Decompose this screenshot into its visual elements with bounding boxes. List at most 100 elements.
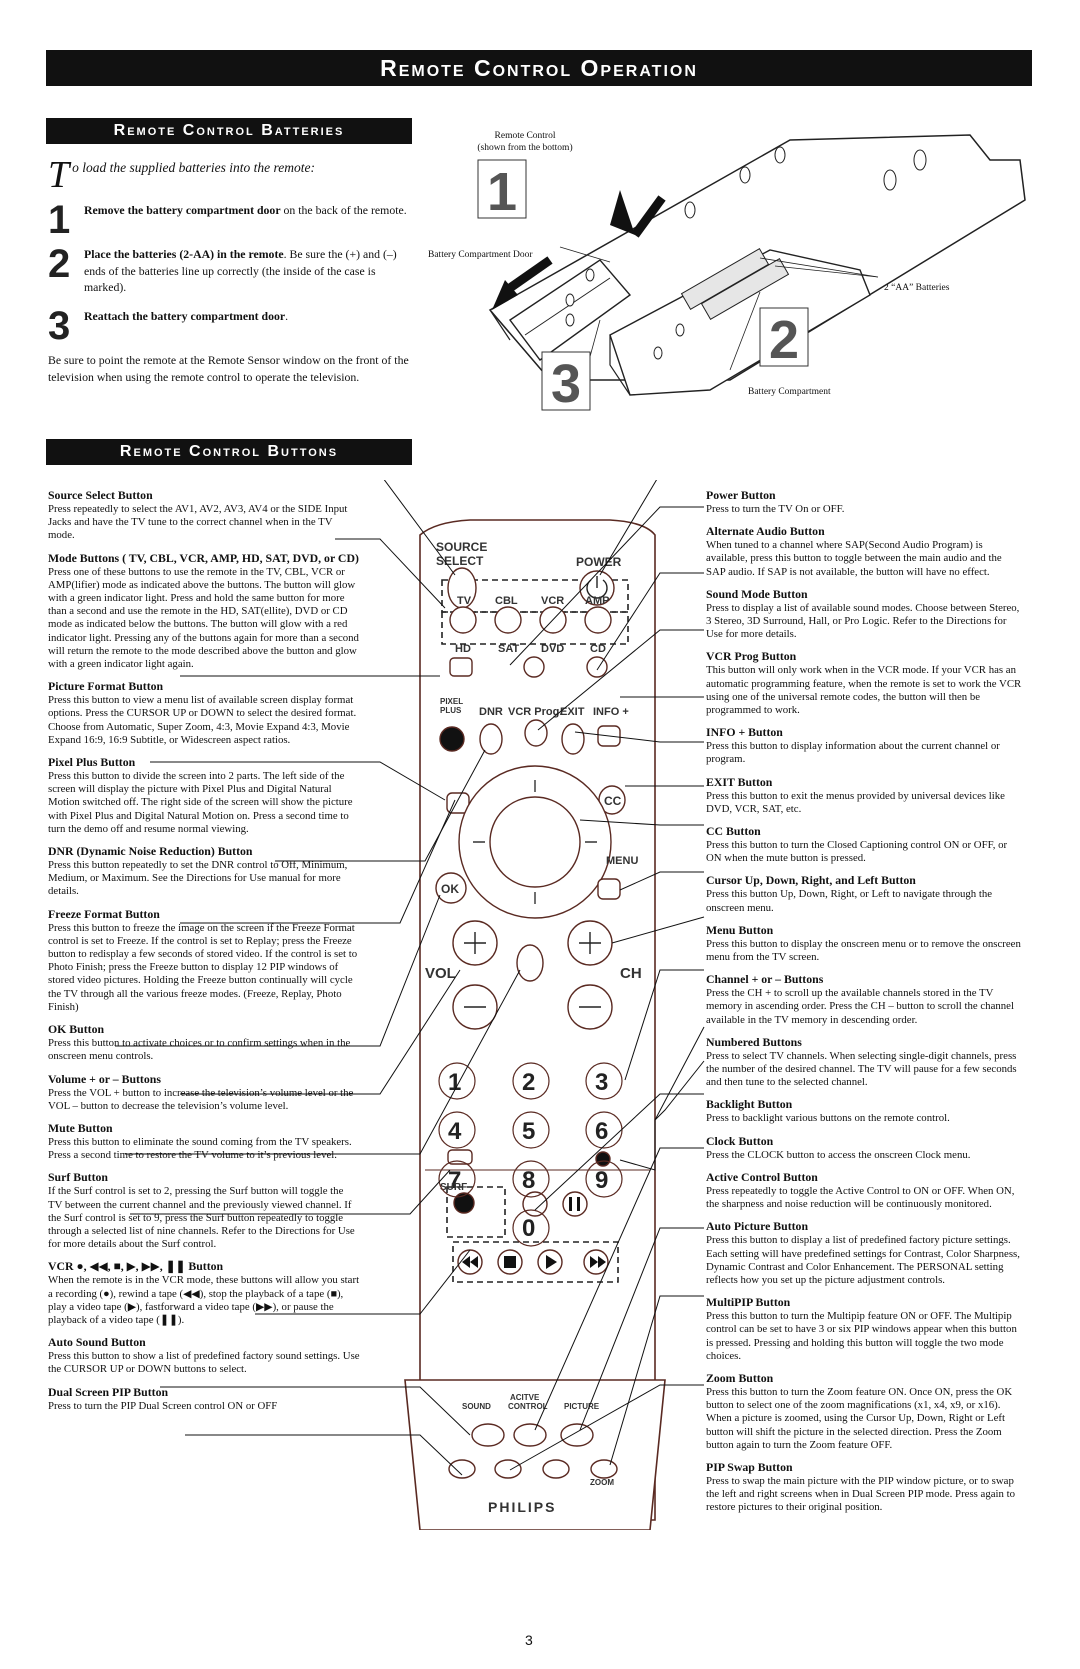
label-control: CONTROL — [508, 1402, 548, 1411]
label-pixel: PIXEL — [440, 697, 463, 706]
desc-body: Press the CLOCK button to access the ons… — [706, 1148, 971, 1161]
desc-title: Cursor Up, Down, Right, and Left Button — [706, 873, 916, 888]
step-number: 1 — [48, 198, 71, 242]
label-vcr-prog: VCR Prog. — [508, 706, 562, 718]
desc-mode-buttons: Mode Buttons ( TV, CBL, VCR, AMP, HD, SA… — [48, 551, 360, 672]
label-zoom: ZOOM — [590, 1478, 614, 1487]
label-mode-cbl: CBL — [495, 595, 518, 607]
label-ch: CH — [620, 965, 642, 982]
desc-body: When tuned to a channel where SAP(Second… — [706, 539, 1002, 578]
desc-body: When the remote is in the VCR mode, thes… — [48, 1274, 360, 1326]
desc-title: Sound Mode Button — [706, 586, 808, 601]
digit-5: 5 — [522, 1118, 535, 1145]
desc-body: Press this button to exit the menus prov… — [706, 789, 1005, 815]
digit-4: 4 — [448, 1118, 462, 1145]
desc-body: Press to select TV channels. When select… — [706, 1049, 1017, 1089]
page-title: Remote Control Operation — [46, 50, 1032, 86]
label-mode-cd: CD — [590, 643, 606, 655]
section-title-buttons: Remote Control Buttons — [46, 439, 412, 465]
label-surf: SURF — [440, 1182, 467, 1193]
desc-body: Press to turn the PIP Dual Screen contro… — [48, 1399, 278, 1412]
step-rest: on the back of the remote. — [280, 203, 407, 217]
desc-title: DNR (Dynamic Noise Reduction) Button — [48, 844, 253, 859]
digit-0: 0 — [522, 1215, 535, 1242]
step-text: Remove the battery compartment door on t… — [84, 202, 410, 219]
label-mode-vcr: VCR — [541, 595, 564, 607]
label-active: ACITVE — [510, 1393, 540, 1402]
desc-body: Press this button to display information… — [706, 740, 1000, 766]
battery-step-2: 2 Place the batteries (2-AA) in the remo… — [48, 244, 410, 296]
desc-title: Dual Screen PIP Button — [48, 1384, 169, 1399]
desc-body: Press the CH + to scroll up the availabl… — [706, 987, 1014, 1026]
step-bold: Place the batteries (2-AA) in the remote — [84, 247, 284, 261]
desc-body: Press this button to view a menu list of… — [48, 694, 357, 746]
desc-title: Clock Button — [706, 1133, 774, 1148]
desc-body: Press to turn the TV On or OFF. — [706, 503, 845, 515]
desc-body: Press this button to turn the Multipip f… — [706, 1310, 1017, 1362]
desc-body: Press this button to divide the screen i… — [48, 770, 353, 835]
digit-2: 2 — [522, 1069, 535, 1096]
step-number: 3 — [48, 304, 71, 348]
battery-step-3: 3 Reattach the battery compartment door. — [48, 306, 410, 346]
desc-title: Picture Format Button — [48, 679, 164, 694]
batteries-label: 2 “AA” Batteries — [884, 283, 950, 293]
remote-illustration: SOURCE SELECT POWER TV CBL VCR AMP HD SA… — [115, 480, 705, 1530]
desc-body: Press the VOL + button to increase the t… — [48, 1086, 354, 1112]
desc-title: Channel + or – Buttons — [706, 972, 824, 987]
desc-body: Press one of these buttons to use the re… — [48, 565, 359, 671]
label-plus: PLUS — [440, 706, 462, 715]
compartment-label: Battery Compartment — [748, 387, 831, 397]
desc-body: Press this button to turn the Closed Cap… — [706, 839, 1008, 865]
label-mode-dvd: DVD — [541, 643, 564, 655]
digit-3: 3 — [595, 1069, 608, 1096]
label-info: INFO + — [593, 706, 629, 718]
desc-body: Press this button to show a list of pred… — [48, 1350, 360, 1376]
desc-title: Auto Sound Button — [48, 1335, 146, 1350]
page-number: 3 — [525, 1632, 533, 1648]
desc-title: Power Button — [706, 488, 776, 502]
figure-number-1: 1 — [487, 162, 517, 222]
step-bold: Remove the battery compartment door — [84, 203, 281, 217]
digit-9: 9 — [595, 1167, 608, 1194]
label-dnr: DNR — [479, 706, 503, 718]
label-cc: CC — [604, 794, 622, 808]
desc-title: INFO + Button — [706, 725, 783, 740]
label-vol: VOL — [425, 965, 456, 982]
desc-title: Alternate Audio Button — [706, 524, 825, 539]
desc-body: Press this button to display a list of p… — [706, 1234, 1020, 1286]
desc-body: Press this button to freeze the image on… — [48, 921, 358, 1013]
desc-title: Auto Picture Button — [706, 1219, 809, 1234]
label-sound: SOUND — [462, 1402, 491, 1411]
step-rest: . — [285, 309, 289, 323]
section-title-batteries: Remote Control Batteries — [46, 118, 412, 144]
figure-number-3: 3 — [551, 354, 581, 414]
desc-title: OK Button — [48, 1022, 105, 1037]
intro-rest: o load the supplied batteries into the r… — [72, 160, 315, 175]
digit-7: 7 — [448, 1167, 461, 1194]
battery-illustration: 1 2 3 — [477, 134, 1026, 414]
desc-body: If the Surf control is set to 2, pressin… — [48, 1185, 355, 1251]
digit-1: 1 — [448, 1069, 461, 1096]
digit-8: 8 — [522, 1167, 535, 1194]
desc-body: Press this button to eliminate the sound… — [48, 1135, 352, 1162]
label-mode-hd: HD — [455, 643, 471, 655]
label-menu: MENU — [606, 855, 638, 867]
desc-title: VCR ●, ◀◀, ■, ▶, ▶▶, ❚❚ Button — [48, 1259, 224, 1274]
